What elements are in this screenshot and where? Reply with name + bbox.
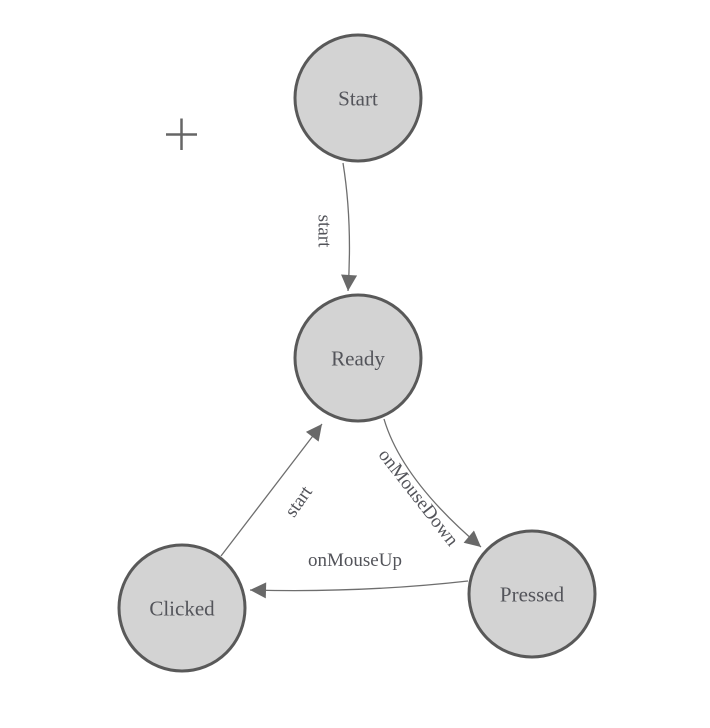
transition-label-clicked-to-ready: start: [281, 482, 317, 521]
state-circle-pressed[interactable]: [467, 529, 597, 659]
transition-label-pressed-to-clicked: onMouseUp: [308, 550, 402, 571]
transition-label-ready-to-pressed: onMouseDown: [374, 445, 463, 551]
transition-label-start-to-ready: start: [313, 215, 334, 248]
state-circle-clicked[interactable]: [117, 543, 247, 673]
transition-pressed-to-clicked[interactable]: onMouseUp: [249, 550, 469, 599]
state-node-pressed[interactable]: Pressed: [467, 529, 597, 659]
state-label-start: Start: [338, 86, 378, 110]
state-label-clicked: Clicked: [149, 596, 215, 620]
state-circle-start[interactable]: [293, 33, 423, 163]
state-node-start[interactable]: Start: [293, 33, 423, 163]
transition-path-start-to-ready[interactable]: [341, 162, 358, 292]
plus-crosshair-strokes: [166, 118, 197, 150]
transition-path-pressed-to-clicked[interactable]: [249, 580, 469, 599]
state-label-pressed: Pressed: [500, 582, 565, 606]
state-node-clicked[interactable]: Clicked: [117, 543, 247, 673]
transition-path-ready-to-pressed[interactable]: [383, 418, 482, 548]
plus-crosshair-icon: [166, 118, 197, 150]
state-circle-ready[interactable]: [293, 293, 423, 423]
transition-path-clicked-to-ready[interactable]: [220, 423, 323, 557]
transition-start-to-ready[interactable]: start: [313, 162, 358, 292]
state-node-ready[interactable]: Ready: [293, 293, 423, 423]
transition-ready-to-pressed[interactable]: onMouseDown: [374, 418, 482, 551]
state-label-ready: Ready: [331, 346, 385, 370]
transition-clicked-to-ready[interactable]: start: [220, 423, 323, 557]
